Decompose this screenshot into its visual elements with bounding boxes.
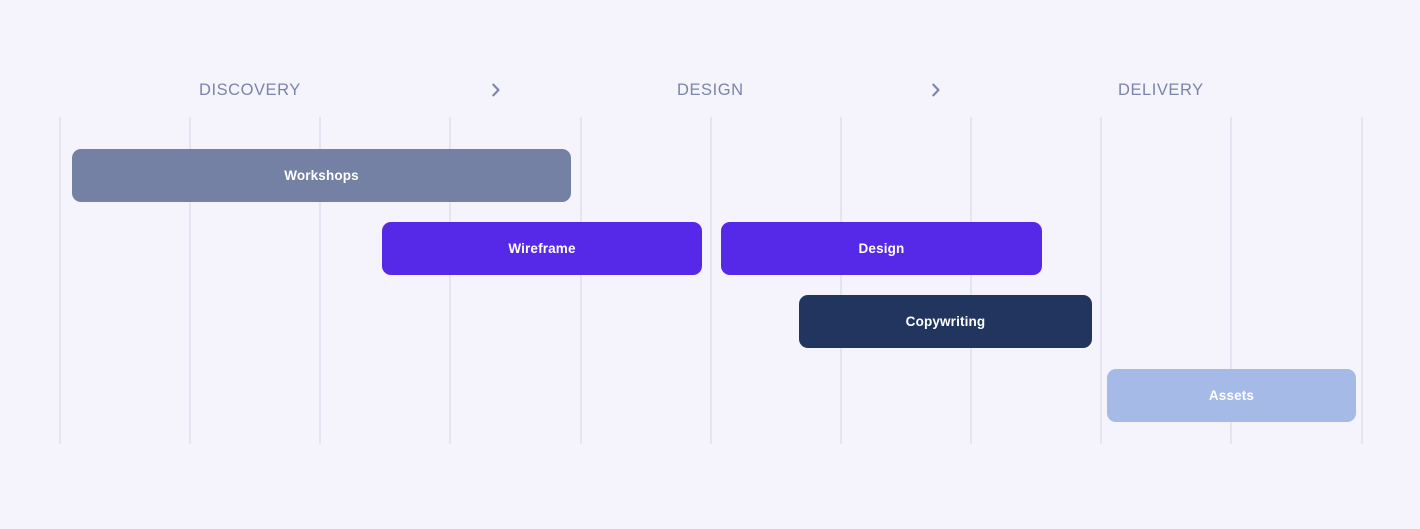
- phase-header-band: DISCOVERY DESIGN DELIVERY: [0, 78, 1420, 114]
- task-bar-wireframe[interactable]: Wireframe: [382, 222, 702, 275]
- gridline-8: [1100, 117, 1102, 444]
- task-bar-copywriting[interactable]: Copywriting: [799, 295, 1092, 348]
- gridline-0: [59, 117, 61, 444]
- task-bar-design[interactable]: Design: [721, 222, 1042, 275]
- gridline-7: [970, 117, 972, 444]
- task-bar-label: Design: [858, 240, 905, 256]
- gridline-4: [580, 117, 582, 444]
- gridline-2: [319, 117, 321, 444]
- chevron-right-icon[interactable]: [927, 81, 945, 99]
- task-bar-label: Assets: [1208, 387, 1255, 403]
- gridline-1: [189, 117, 191, 444]
- task-bar-assets[interactable]: Assets: [1107, 369, 1356, 422]
- gridline-6: [840, 117, 842, 444]
- gridline-3: [449, 117, 451, 444]
- task-bar-label: Workshops: [284, 167, 359, 183]
- task-bar-label: Wireframe: [508, 240, 576, 256]
- phase-label-design: DESIGN: [677, 81, 744, 99]
- chevron-right-icon[interactable]: [487, 81, 505, 99]
- task-bar-workshops[interactable]: Workshops: [72, 149, 571, 202]
- phase-label-delivery: DELIVERY: [1118, 81, 1204, 99]
- gridline-9: [1230, 117, 1232, 444]
- gridline-5: [710, 117, 712, 444]
- gridline-10: [1361, 117, 1363, 444]
- timeline-gridlines: [0, 117, 1420, 444]
- phase-label-discovery: DISCOVERY: [199, 81, 301, 99]
- task-bar-label: Copywriting: [905, 313, 986, 329]
